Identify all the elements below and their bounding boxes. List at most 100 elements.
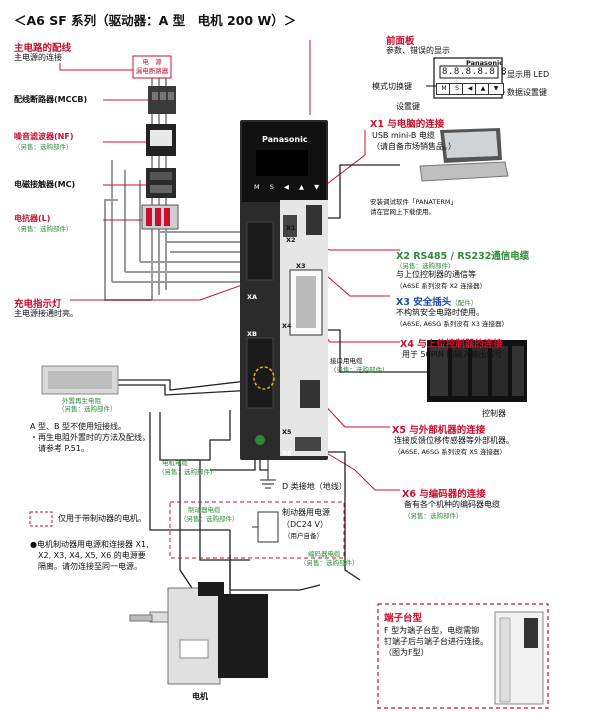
controller-label: 控制器	[482, 409, 506, 418]
panel-brand: Panasonic	[466, 59, 504, 67]
label-x1: X1	[286, 224, 296, 232]
brake-power-device	[252, 511, 279, 543]
brake-cable-1: 制动器电缆	[188, 506, 221, 514]
reactor-label: 电抗器(L)	[14, 214, 51, 223]
nf-sub: （另售：选购部件）	[14, 143, 73, 151]
label-xa: XA	[247, 293, 258, 301]
label-x3: X3	[296, 262, 306, 270]
power-box-label-1: 电 源	[142, 58, 162, 66]
label-x5: X5	[282, 428, 292, 436]
noise-filter-device	[146, 124, 176, 156]
x2-title: X2 RS485 / RS232通信电缆	[396, 251, 530, 262]
terminal-type-box	[377, 603, 549, 709]
label-x6: X6	[282, 449, 292, 457]
brake-power-1: 制动器用电源	[282, 508, 330, 517]
x6-sub-2: （另售：选购部件）	[404, 512, 463, 520]
brake-dashed-box	[169, 501, 345, 559]
legend-text: 仅用于带制动器的电机。	[58, 514, 146, 523]
label-x2: X2	[286, 236, 296, 244]
x2-sub-3: （A6SE 系列没有 X2 连接器）	[396, 282, 487, 290]
driver-key-m[interactable]: M	[254, 183, 264, 191]
mccb-device	[148, 86, 176, 114]
x5-sub-1: 连接反馈位移传感器等外部机器。	[394, 436, 514, 445]
x2-sub-1: （另售：选购部件）	[396, 262, 455, 270]
note-b-1: ●电机制动器用电源和连接器 X1,	[30, 540, 149, 549]
driver-key-down[interactable]: ▼	[314, 183, 324, 191]
panel-led-label: 显示用 LED	[507, 70, 550, 79]
driver-key-s[interactable]: S	[269, 183, 278, 191]
note-a-1: A 型、B 型不使用短接线。	[30, 422, 127, 431]
motor-label: 电机	[192, 692, 208, 701]
x6-sub-1: 备有各个机种的编码器电缆	[404, 500, 500, 509]
panel-set-key-label: 设置键	[396, 102, 420, 111]
controller-device	[427, 340, 527, 402]
page-title: ＜A6 SF 系列（驱动器：A 型 电机 200 W）＞	[14, 13, 297, 28]
terminal-title: 端子台型	[384, 613, 423, 624]
nf-label: 噪音滤波器(NF)	[14, 132, 74, 141]
panel-data-key-label: 数据设置键	[507, 88, 547, 97]
x3-sub-1: 不构筑安全电路时使用。	[396, 308, 484, 317]
charge-sub: 主电源接通时亮。	[14, 309, 78, 318]
terminal-2: 钉端子后与端子台进行连接。	[384, 637, 488, 646]
x4-sub-1: 用于 50PIN 的输入输出信号	[402, 350, 503, 359]
note-b-3: 隔离。请勿连接至同一电源。	[30, 562, 142, 571]
x3-sub-2: （A6SE, A6SG 系列没有 X3 连接器）	[396, 320, 508, 328]
x1-title: X1 与电脑的连接	[370, 119, 445, 130]
x6-title: X6 与编码器的连接	[402, 489, 486, 500]
power-supply-box	[132, 55, 172, 79]
note-a-3: 请参考 P.51。	[30, 444, 89, 453]
terminal-3: （图为F型）	[384, 648, 429, 657]
reactor-sub: （另售：选购部件）	[14, 225, 73, 233]
driver-key-left[interactable]: ◀	[283, 183, 293, 191]
resistor-label-2: （另售：选购部件）	[58, 405, 117, 413]
label-x4: X4	[282, 322, 292, 330]
motor-cable-1: 电机电缆	[162, 459, 188, 467]
panel-display: 8.8.8.8.8.8	[442, 67, 508, 77]
servo-driver	[240, 120, 328, 460]
terminal-1: F 型为端子台型，电缆需铆	[384, 626, 480, 635]
laptop-device	[419, 128, 509, 182]
legend-dashed-box	[29, 511, 53, 527]
main-circuit-title: 主电路的配线	[14, 43, 72, 54]
x3-title-row: X3 安全插头（配件）	[396, 294, 477, 308]
charge-title: 充电指示灯	[14, 299, 62, 310]
note-b-2: X2, X3, X4, X5, X6 的电源要	[30, 551, 146, 560]
panel-mode-key-label: 模式切换键	[372, 82, 412, 91]
panel-key-m[interactable]: M	[436, 83, 452, 95]
front-panel-sub: 参数、错误的显示	[386, 46, 450, 55]
driver-key-up[interactable]: ▲	[298, 183, 308, 191]
front-panel-title: 前面板	[386, 36, 415, 47]
note-a-2: ・再生电阻外置时的方法及配线，	[30, 433, 150, 442]
brake-cable-2: （另售：选购部件）	[180, 515, 239, 523]
x2-sub-2: 与上位控制器的通信等	[396, 270, 476, 279]
power-wires	[104, 78, 250, 301]
x3-title: X3 安全插头	[396, 297, 452, 308]
external-resistor-device	[41, 365, 119, 395]
x5-title: X5 与外部机器的连接	[392, 425, 486, 436]
if-cable-2: （另售：选购部件）	[330, 366, 389, 374]
motor-cable-2: （另售：选购部件）	[158, 468, 217, 476]
driver-keys: M S ◀ ▲ ▼	[254, 183, 323, 191]
x1-sub-1: USB mini-B 电缆	[372, 131, 435, 140]
x5-sub-2: （A6SE, A6SG 系列没有 X5 连接器）	[394, 448, 506, 456]
mccb-label: 配线断路器(MCCB)	[14, 95, 88, 104]
resistor-label-1: 外置再生电阻	[62, 397, 101, 405]
driver-brand: Panasonic	[262, 135, 308, 144]
brake-power-2: （DC24 V）	[282, 520, 328, 529]
reactor-device	[141, 204, 179, 230]
label-xb: XB	[247, 330, 257, 338]
software-2: 请在官网上下载使用。	[370, 208, 435, 216]
if-cable-1: 接口用电缆	[330, 357, 363, 365]
motor-device	[129, 582, 268, 685]
ground-label: D 类接地（地线）	[282, 482, 347, 491]
x1-sub-2: （请自备市场销售品。）	[372, 142, 456, 151]
main-circuit-sub: 主电源的连接	[14, 53, 62, 62]
panel-key-down[interactable]: ▼	[488, 83, 504, 95]
encoder-cable-1: 编码器电缆	[308, 550, 341, 558]
power-box-label-2: 漏电断路器	[135, 67, 169, 75]
x3-title-b: （配件）	[451, 299, 478, 307]
x4-title: X4 与上位控制器的连接	[400, 339, 503, 350]
software-1: 安装调试软件「PANATERM」	[370, 198, 457, 206]
brake-power-3: （用户自备）	[284, 532, 323, 540]
